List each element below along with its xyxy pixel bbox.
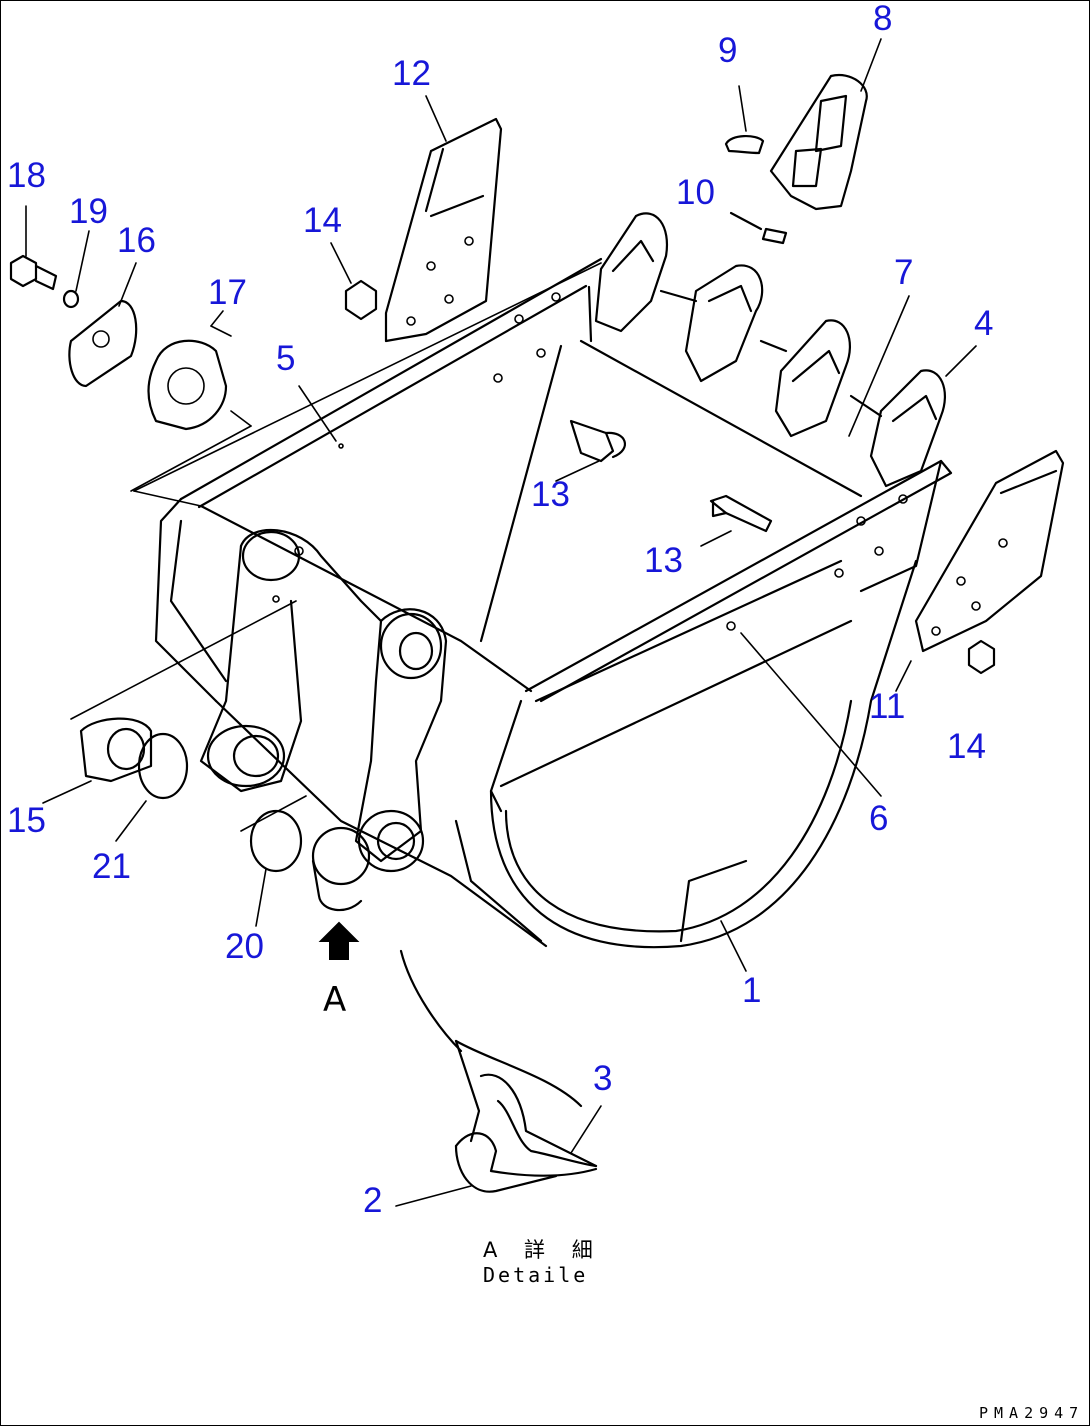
detail-caption-japanese: A 詳 細 [483,1238,603,1262]
callout-5: 5 [276,339,296,378]
bolt-washer-plate [9,254,228,431]
detail-caption-english: Detaile [483,1263,589,1287]
callout-3: 3 [593,1059,613,1098]
callout-8: 8 [873,0,893,38]
callout-11: 11 [869,687,906,726]
pin-and-lock [724,135,788,245]
callout-15: 15 [7,801,46,840]
view-a-label: A [323,980,347,1020]
callout-20: 20 [225,927,264,966]
callout-9: 9 [718,31,738,70]
guide-lines [70,262,602,832]
tooth-adapters [594,212,946,488]
callout-13-lower: 13 [644,541,683,580]
callout-7: 7 [894,253,914,292]
callout-12: 12 [392,54,431,93]
side-cutter-left [384,117,503,343]
callout-13-upper: 13 [531,475,570,514]
callout-17: 17 [208,273,247,312]
callout-10: 10 [676,173,715,212]
shims [79,717,303,873]
callout-6: 6 [869,799,889,838]
drawing-code: PMA2947 [979,1404,1085,1422]
callout-14-left: 14 [303,201,342,240]
callout-18: 18 [7,156,46,195]
callout-14-right: 14 [947,727,986,766]
up-arrow-icon [318,921,360,960]
nuts [344,279,996,675]
bolts [569,419,773,533]
callout-4: 4 [974,304,994,343]
callout-21: 21 [92,847,131,886]
detail-a-drawing [395,949,602,1207]
callout-19: 19 [69,192,108,231]
boss-bushings [206,530,443,912]
leader-lines [25,38,977,972]
bucket-body [154,257,953,949]
callout-16: 16 [117,221,156,260]
callout-2: 2 [363,1181,383,1220]
side-cutter-right [914,449,1065,653]
callout-1: 1 [742,971,762,1010]
tooth-point [769,73,868,211]
